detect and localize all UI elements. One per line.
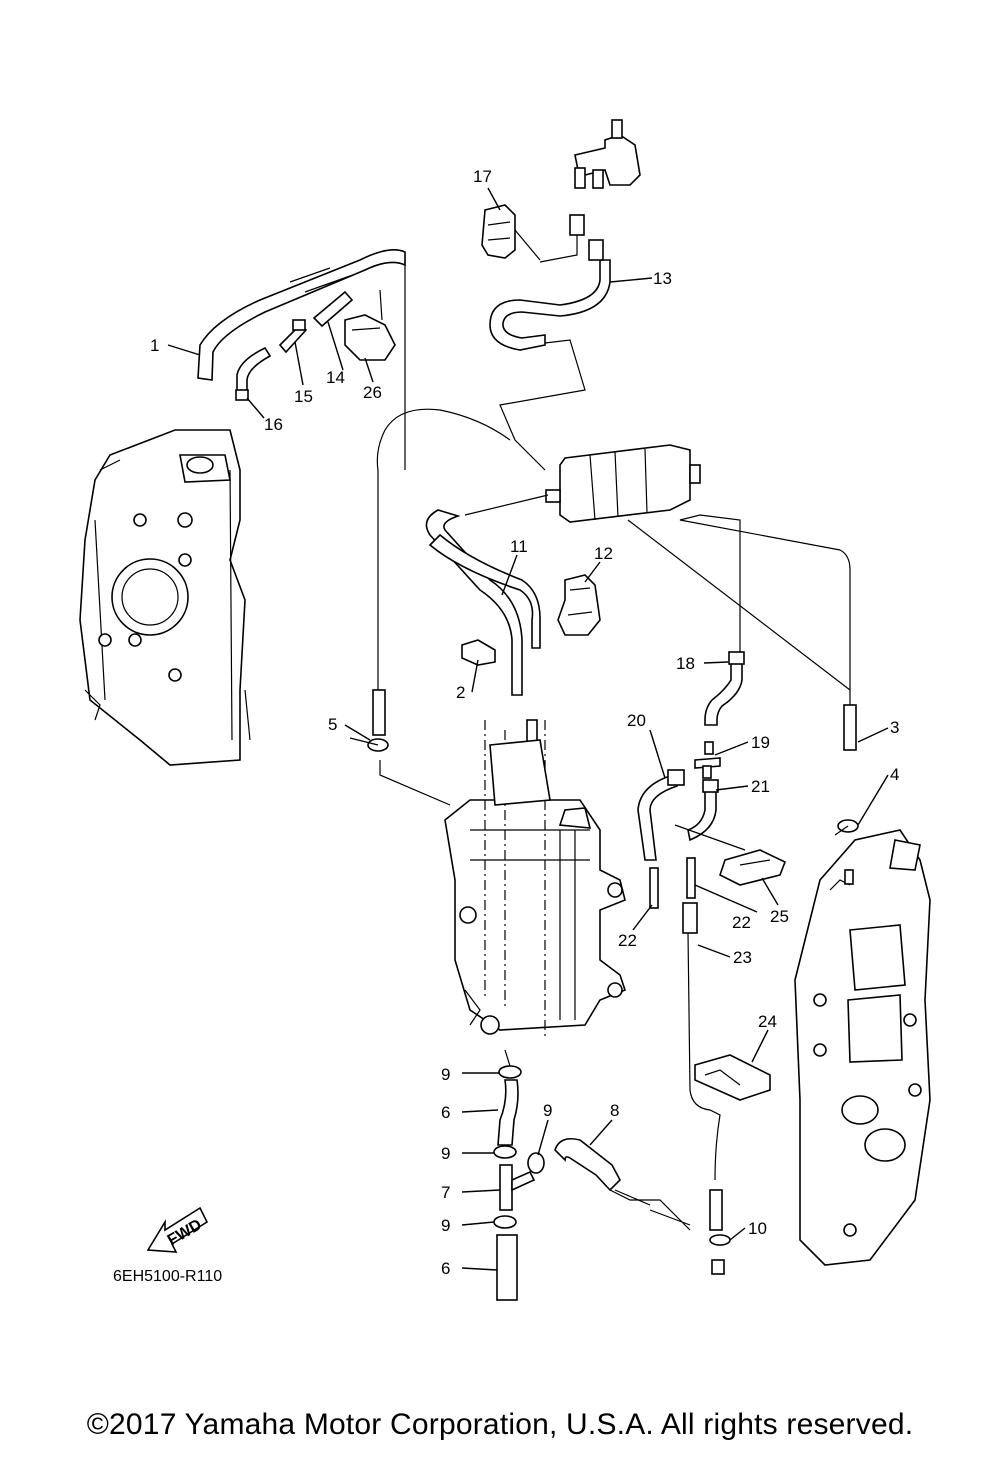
callout-18: 18: [676, 654, 695, 673]
clip-5: [349, 737, 389, 752]
hose-13: [489, 239, 611, 471]
callout-6-lower: 6: [441, 1259, 450, 1278]
hose-14: [312, 290, 354, 328]
callout-3: 3: [890, 718, 899, 737]
diagram-ref-code: 6EH5100-R110: [113, 1268, 222, 1285]
intake-manifold-right: [794, 829, 931, 1266]
joint-19: [694, 741, 721, 779]
hose-8: [554, 1137, 691, 1231]
clip-9-top: [498, 1049, 522, 1079]
callout-19: 19: [751, 733, 770, 752]
callout-10: 10: [748, 1219, 767, 1238]
joint-7: [499, 1164, 536, 1211]
intake-manifold-left: [79, 429, 251, 766]
hose-18: [704, 651, 745, 726]
callout-labels: 1 2 3 4 5 6 6 7 8 9 9 9 9 10 11 12 13 14…: [150, 167, 899, 1278]
hose-11: [376, 408, 549, 696]
callout-9-low: 9: [441, 1216, 450, 1235]
fwd-arrow-icon: FWD: [146, 1206, 209, 1253]
callout-14: 14: [326, 368, 345, 387]
vapor-separator: [444, 719, 626, 1040]
clamp-25: [719, 849, 787, 886]
callout-22-left: 22: [618, 931, 637, 950]
charcoal-canister: [545, 444, 701, 523]
callout-12: 12: [594, 544, 613, 563]
hose-5-pipe: [372, 689, 451, 806]
hose-23: [682, 902, 723, 1231]
bolt-15: [278, 319, 308, 354]
callout-9-top: 9: [441, 1065, 450, 1084]
hose-6-lower: [496, 1234, 518, 1301]
callout-22-right: 22: [732, 913, 751, 932]
callout-26: 26: [363, 383, 382, 402]
copyright-notice: ©2017 Yamaha Motor Corporation, U.S.A. A…: [86, 1408, 914, 1441]
callout-1: 1: [150, 336, 159, 355]
callout-2: 2: [456, 683, 465, 702]
callout-23: 23: [733, 948, 752, 967]
callout-11: 11: [510, 537, 528, 556]
callout-7: 7: [441, 1183, 450, 1202]
clip-9-low: [493, 1215, 517, 1229]
hose-3: [627, 514, 857, 751]
callout-13: 13: [653, 269, 672, 288]
clamp-2: [461, 639, 496, 666]
clip-4: [834, 819, 859, 836]
callout-25: 25: [770, 907, 789, 926]
callout-8: 8: [610, 1101, 619, 1120]
solenoid-valve: [574, 119, 641, 189]
callout-9-right: 9: [543, 1101, 552, 1120]
clamp-24: [694, 1054, 771, 1101]
clip-9-mid: [493, 1145, 517, 1159]
hose-21: [674, 779, 746, 851]
clamp-26: [344, 289, 396, 361]
callout-17: 17: [473, 167, 492, 186]
callout-9-mid: 9: [441, 1144, 450, 1163]
clip-10: [709, 1234, 731, 1275]
callout-21: 21: [751, 777, 770, 796]
callout-5: 5: [328, 715, 337, 734]
hose-20: [637, 769, 685, 861]
leader-lines: [167, 187, 889, 1271]
callout-16: 16: [264, 415, 283, 434]
hose-16: [235, 346, 272, 401]
clip-9-right: [527, 1152, 545, 1174]
hose-6-upper: [497, 1079, 519, 1146]
clamp-12: [557, 574, 601, 636]
joint-22: [649, 857, 696, 909]
callout-15: 15: [294, 387, 313, 406]
clamp-17: [481, 204, 585, 263]
callout-4: 4: [890, 765, 899, 784]
callout-20: 20: [627, 711, 646, 730]
parts-diagram: 1 2 3 4 5 6 6 7 8 9 9 9 9 10 11 12 13 14…: [79, 119, 931, 1301]
callout-24: 24: [758, 1012, 777, 1031]
callout-6-upper: 6: [441, 1103, 450, 1122]
hose-1: [197, 249, 406, 470]
